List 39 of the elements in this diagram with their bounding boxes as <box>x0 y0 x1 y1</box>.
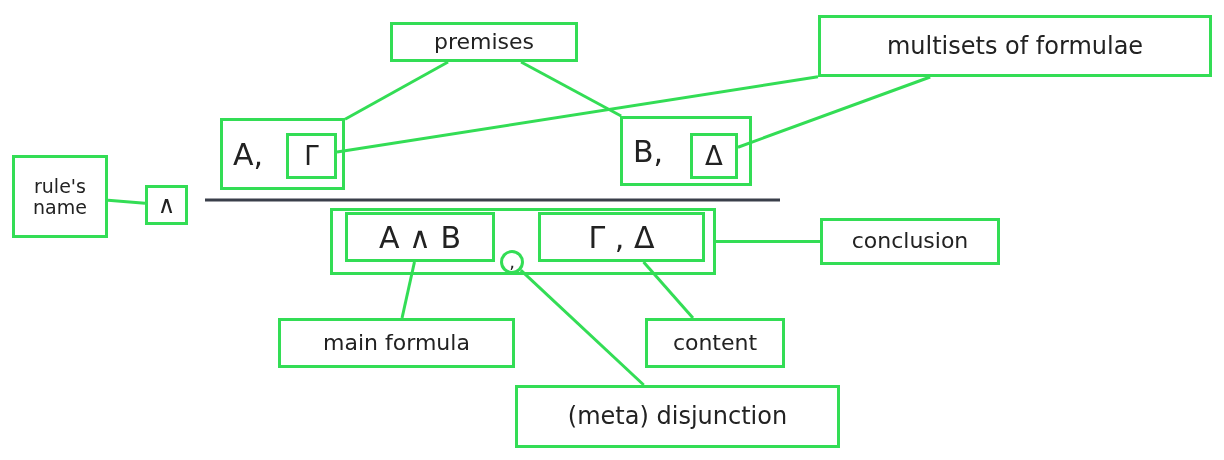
main-formula-label <box>278 318 515 368</box>
node-text: A, <box>233 137 264 171</box>
node-text: Γ <box>304 141 319 171</box>
node-text: ∧ <box>157 191 176 219</box>
node-text: B, <box>633 134 664 168</box>
context-box <box>538 212 705 262</box>
separator-circle <box>500 250 524 274</box>
disjunction-label <box>515 385 840 448</box>
premise-box <box>220 118 345 190</box>
connector-line <box>642 261 695 319</box>
node-text: Δ <box>705 141 723 171</box>
multisets-label <box>818 15 1212 77</box>
node-text: Γ , Δ <box>588 220 655 254</box>
node-text: multisets of formulae <box>886 32 1144 60</box>
context-label <box>645 318 785 368</box>
connector-line <box>737 75 931 149</box>
connector-line <box>336 75 819 154</box>
node-text: conclusion <box>851 229 969 254</box>
node-text: content <box>672 330 758 356</box>
rule-name-label <box>12 155 108 238</box>
node-text: , <box>509 252 515 272</box>
connector-line <box>107 198 146 205</box>
node-text: main formula <box>323 330 470 356</box>
premise-box <box>620 116 752 186</box>
connector-line <box>520 60 622 118</box>
premises-label <box>390 22 578 62</box>
node-text: A ∧ B <box>378 220 462 254</box>
connector-line <box>344 60 449 121</box>
conclusion-box <box>330 208 716 275</box>
node-text: rule's name <box>32 175 88 218</box>
context-box <box>286 133 337 179</box>
node-text: premises <box>433 29 535 55</box>
connector-line <box>400 261 416 319</box>
connective-box <box>145 185 188 225</box>
node-text: (meta) disjunction <box>567 403 788 430</box>
formula-box <box>345 212 495 262</box>
context-box <box>690 133 738 179</box>
connector-line <box>716 240 820 243</box>
conclusion-label <box>820 218 1000 265</box>
